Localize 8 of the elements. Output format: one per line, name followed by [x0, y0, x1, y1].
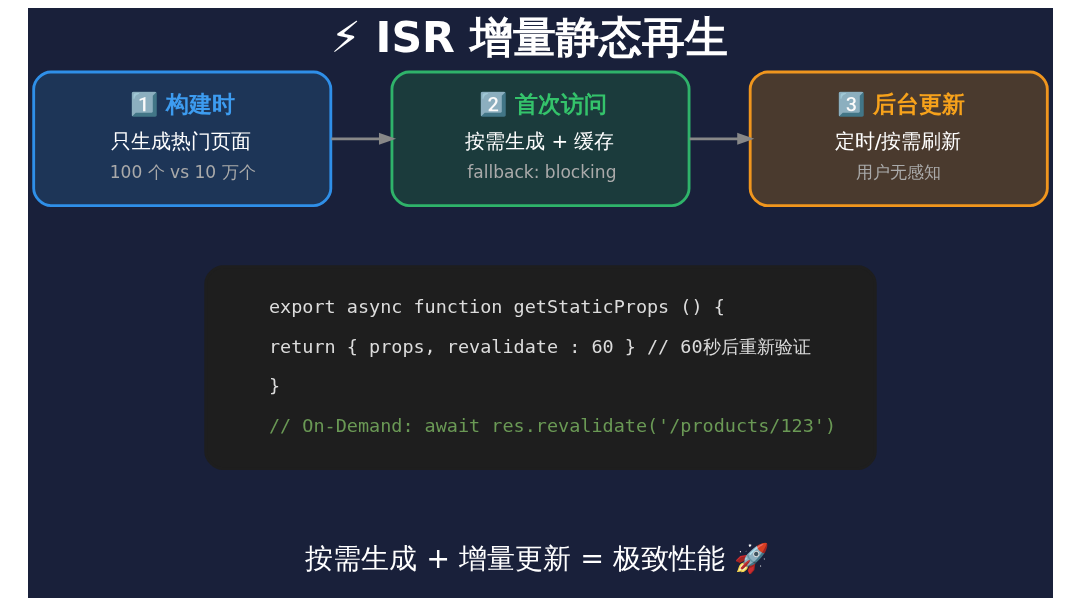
- node-box: export async function getStaticProps () { return { props, revalidate : 60 } // 60秒后重新验证 } // On-Demand: await res.revalidate('/products/123'): [203, 265, 877, 471]
- caption: 按需生成 + 增量更新 = 极致性能 🚀: [304, 542, 769, 576]
- node-box: 2⃣ 首次访问 按需生成 + 缓存 fallback: blocking: [390, 70, 690, 208]
- node-box: 3⃣ 后台更新 定时/按需刷新 用户无感知: [748, 70, 1049, 208]
- arrow: [330, 132, 396, 145]
- arrow: [689, 132, 754, 145]
- node-box: 1⃣ 构建时 只生成热门页面 100 个 vs 10 万个: [31, 70, 332, 208]
- diagram-title: ⚡ ISR 增量静态再生: [330, 12, 728, 63]
